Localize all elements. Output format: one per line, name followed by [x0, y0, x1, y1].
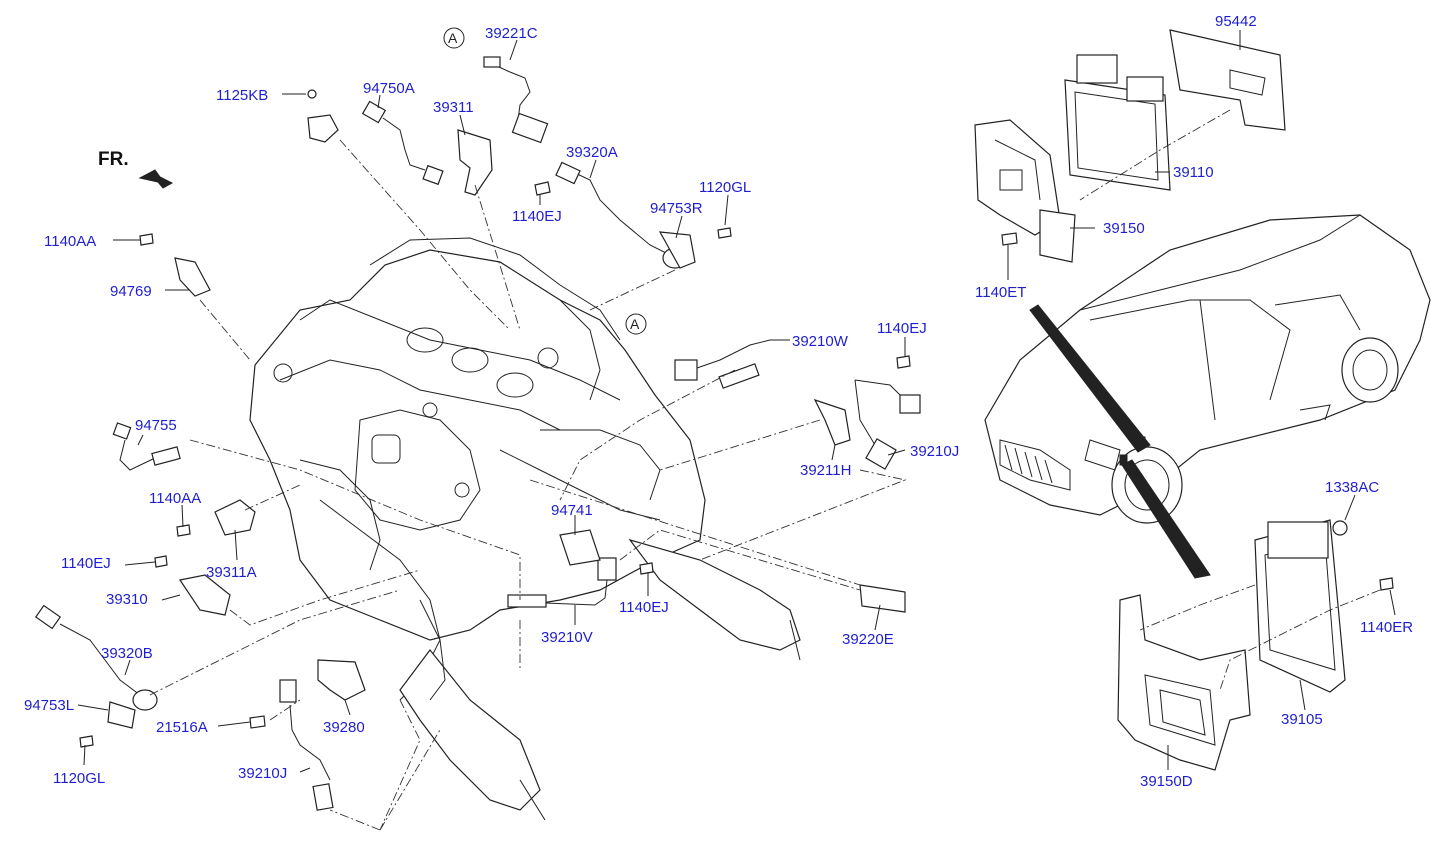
part-label-1125kb[interactable]: 1125KB	[216, 87, 268, 104]
part-label-1338ac[interactable]: 1338AC	[1325, 479, 1379, 496]
part-label-1140aa-mid[interactable]: 1140AA	[149, 490, 201, 507]
part-label-39220e[interactable]: 39220E	[842, 631, 894, 648]
part-label-39150[interactable]: 39150	[1103, 220, 1145, 237]
dashed-reference-lines	[149, 109, 1381, 831]
front-arrow-icon	[138, 169, 174, 189]
part-label-39105[interactable]: 39105	[1281, 711, 1323, 728]
part-labels: 39221C 95442 94750A 1125KB 39311 39320A …	[24, 13, 1413, 790]
part-label-1140ej-left[interactable]: 1140EJ	[61, 555, 111, 572]
engine-assembly	[249, 237, 706, 701]
part-label-39211h[interactable]: 39211H	[800, 462, 851, 479]
part-label-1140ej-mid[interactable]: 1140EJ	[619, 599, 669, 616]
part-label-1120gl-bottom[interactable]: 1120GL	[53, 770, 105, 787]
part-label-1140er[interactable]: 1140ER	[1360, 619, 1413, 636]
part-label-39311a[interactable]: 39311A	[206, 564, 257, 581]
ecu-bottom-assembly	[1117, 519, 1348, 771]
front-label: FR.	[98, 149, 129, 170]
view-marker-a-top: A	[443, 27, 465, 49]
vehicle-illustration	[984, 214, 1431, 579]
ecu-top-assembly	[974, 29, 1286, 263]
part-label-1140aa-top[interactable]: 1140AA	[44, 233, 96, 250]
part-label-94755[interactable]: 94755	[135, 417, 177, 434]
part-label-39210j-right[interactable]: 39210J	[910, 443, 959, 460]
part-label-39320a[interactable]: 39320A	[566, 144, 618, 161]
part-label-39310[interactable]: 39310	[106, 591, 148, 608]
part-label-39311[interactable]: 39311	[433, 99, 474, 116]
view-marker-a-engine: A	[625, 313, 647, 335]
part-label-1120gl-top[interactable]: 1120GL	[699, 179, 751, 196]
view-marker-label: A	[630, 316, 640, 332]
part-label-21516a[interactable]: 21516A	[156, 719, 208, 736]
part-label-1140ej-top[interactable]: 1140EJ	[512, 208, 562, 225]
part-label-39320b[interactable]: 39320B	[101, 645, 153, 662]
part-label-94769[interactable]: 94769	[110, 283, 152, 300]
part-label-39150d[interactable]: 39150D	[1140, 773, 1193, 790]
exhaust-system	[399, 538, 801, 821]
part-label-94753r[interactable]: 94753R	[650, 200, 703, 217]
front-direction-indicator: FR.	[98, 149, 174, 189]
part-label-1140ej-right[interactable]: 1140EJ	[877, 320, 927, 337]
part-label-39280[interactable]: 39280	[323, 719, 365, 736]
part-label-94741[interactable]: 94741	[551, 502, 593, 519]
part-label-39210j-bottom[interactable]: 39210J	[238, 765, 287, 782]
part-label-39210v[interactable]: 39210V	[541, 629, 593, 646]
part-label-94750a[interactable]: 94750A	[363, 80, 415, 97]
view-marker-label: A	[448, 30, 458, 46]
part-label-95442[interactable]: 95442	[1215, 13, 1257, 30]
part-label-94753l[interactable]: 94753L	[24, 697, 74, 714]
leader-lines	[77, 30, 1396, 773]
part-label-39110[interactable]: 39110	[1173, 164, 1214, 181]
sensor-parts	[34, 56, 1394, 811]
part-label-39210w[interactable]: 39210W	[792, 333, 849, 350]
part-label-39221c[interactable]: 39221C	[485, 25, 538, 42]
part-label-1140et[interactable]: 1140ET	[975, 284, 1026, 301]
